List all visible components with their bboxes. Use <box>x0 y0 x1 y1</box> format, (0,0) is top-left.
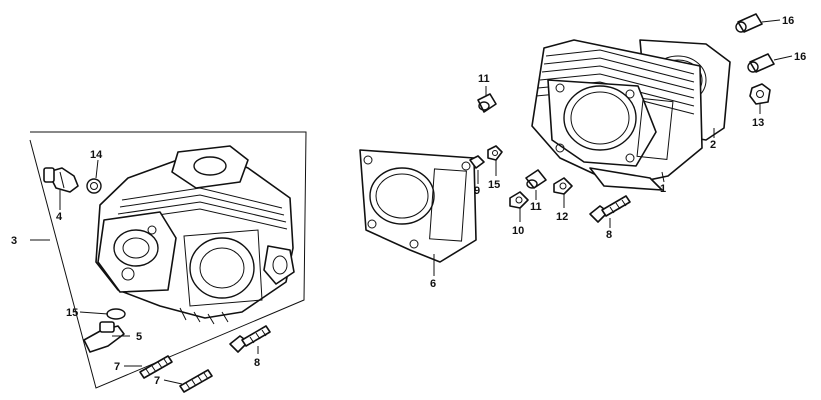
callout-4: 4 <box>56 211 63 223</box>
callout-14-upper: 14 <box>90 149 103 161</box>
callout-7-a: 7 <box>114 361 120 373</box>
part-7-stud-b <box>179 369 213 393</box>
leader-lines <box>30 19 793 385</box>
callout-6: 6 <box>430 278 436 290</box>
callout-9: 9 <box>474 185 480 197</box>
part-13-o-ring <box>749 83 771 105</box>
callout-16-a: 16 <box>782 15 794 27</box>
callout-12: 12 <box>556 211 568 223</box>
callout-14-lower: 15 <box>66 307 78 319</box>
cylinder-head <box>95 145 295 325</box>
part-7-stud-a <box>139 355 173 379</box>
cylinder-head-group-frame <box>29 131 307 389</box>
part-8-bolt-upper <box>589 195 631 223</box>
part-12-nut <box>553 177 573 195</box>
callout-1: 1 <box>660 183 666 195</box>
callout-10: 10 <box>512 225 524 237</box>
part-11-dowel-lower <box>525 169 547 189</box>
part-1-cylinder-block <box>531 39 703 191</box>
part-15-nut <box>487 145 503 161</box>
callout-2: 2 <box>710 139 716 151</box>
callout-3: 3 <box>11 235 17 247</box>
part-14-o-ring-upper <box>86 178 102 194</box>
callout-11-lower: 11 <box>530 201 542 213</box>
callout-13: 13 <box>752 117 764 129</box>
part-9-dowel <box>469 155 485 169</box>
part-16-dowel-upper <box>735 13 763 33</box>
callout-5: 5 <box>136 331 142 343</box>
part-8-bolt-lower <box>229 325 271 353</box>
callout-11-upper: 11 <box>478 73 490 85</box>
part-6-head-gasket <box>359 149 477 263</box>
callout-15: 15 <box>488 179 500 191</box>
part-16-dowel-lower <box>747 53 775 73</box>
part-11-dowel-upper <box>477 93 497 113</box>
part-10-nut <box>509 191 529 209</box>
callout-8-lower: 8 <box>254 357 260 369</box>
callout-7-b: 7 <box>154 375 160 387</box>
callout-8-upper: 8 <box>606 229 612 241</box>
part-14-o-ring-lower <box>106 308 126 320</box>
part-5-fitting <box>83 321 125 353</box>
part-4-fitting <box>43 167 79 193</box>
callout-labels: 3 4 14 15 5 7 7 8 6 9 11 11 15 10 12 8 1… <box>11 15 806 387</box>
callout-16-b: 16 <box>794 51 806 63</box>
